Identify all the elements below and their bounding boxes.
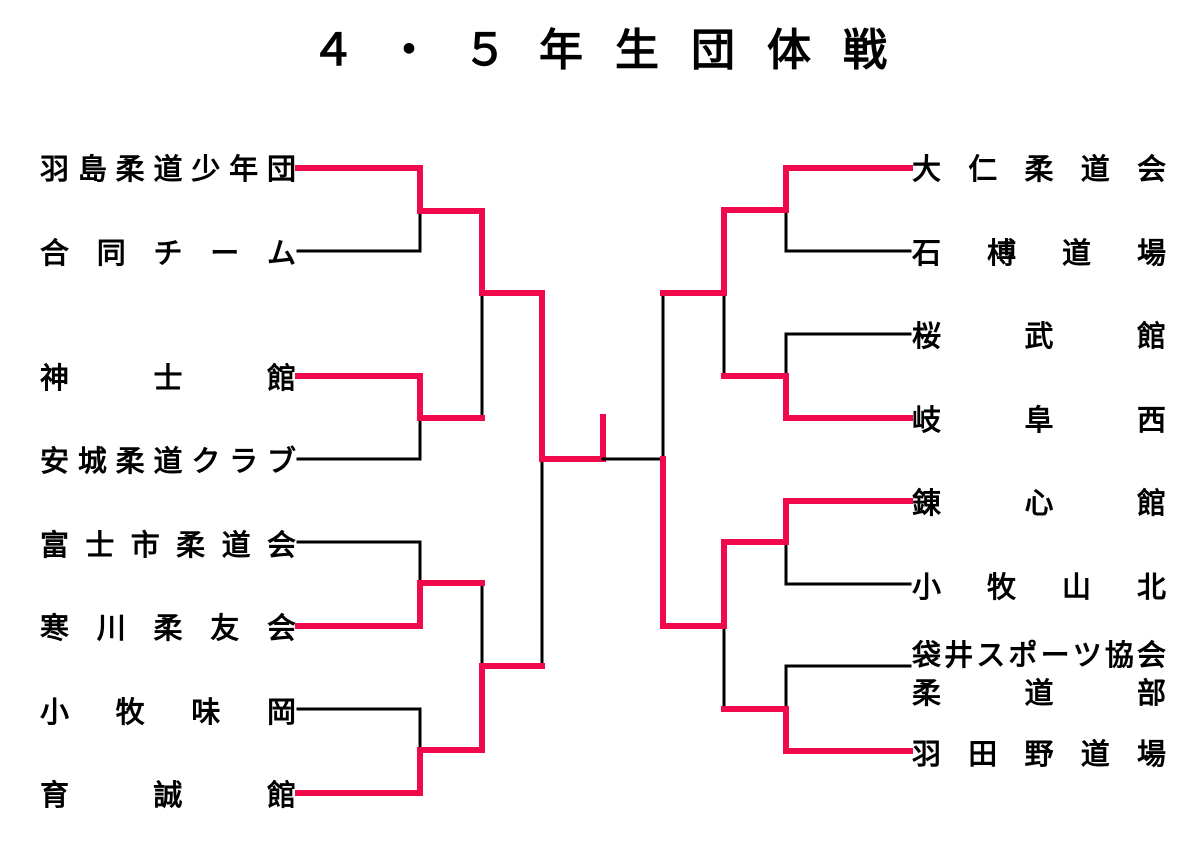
- left-win-1: [295, 165, 606, 462]
- left-sf-lose: [480, 457, 544, 668]
- team-right-8: 羽田野道場: [912, 737, 1166, 771]
- right-line-6: [784, 540, 912, 586]
- left-line-7: [296, 707, 422, 752]
- right-win-4: [721, 373, 913, 421]
- left-win-3: [295, 373, 485, 421]
- left-winning-lines: [295, 165, 606, 796]
- team-right-2: 石榑道場: [912, 236, 1166, 270]
- page-title: ４・５年生団体戦: [311, 25, 919, 76]
- right-losing-lines: [601, 208, 912, 711]
- left-line-2: [296, 209, 422, 253]
- left-win-8: [295, 663, 545, 796]
- left-line-4: [296, 416, 422, 461]
- team-left-3: 神士館: [40, 361, 296, 395]
- team-right-1: 大仁柔道会: [912, 152, 1166, 186]
- team-left-7: 小牧味岡: [40, 695, 296, 729]
- team-right-7: 袋井スポーツ協会: [912, 638, 1166, 672]
- team-left-4: 安城柔道クラブ: [40, 444, 296, 478]
- right-line-2: [784, 208, 912, 253]
- right-line-3: [784, 332, 912, 378]
- right-winning-lines: [660, 165, 913, 754]
- right-win-1: [660, 165, 913, 296]
- right-win-5: [660, 456, 913, 629]
- team-left-1: 羽島柔道少年団: [40, 152, 296, 186]
- left-win-6: [295, 580, 485, 629]
- right-win-8: [721, 706, 913, 754]
- team-left-6: 寒川柔友会: [40, 611, 296, 645]
- team-right-7b: 柔道部: [912, 676, 1166, 710]
- team-left-2: 合同チーム: [40, 236, 296, 270]
- team-left-5: 富士市柔道会: [40, 528, 296, 562]
- left-line-5: [296, 540, 422, 585]
- right-line-7: [784, 664, 912, 711]
- team-right-4: 岐阜西: [912, 403, 1166, 437]
- team-right-6: 小牧山北: [912, 570, 1166, 604]
- team-left-8: 育誠館: [40, 778, 296, 812]
- team-right-3: 桜武館: [912, 319, 1166, 353]
- team-right-5: 錬心館: [912, 486, 1166, 520]
